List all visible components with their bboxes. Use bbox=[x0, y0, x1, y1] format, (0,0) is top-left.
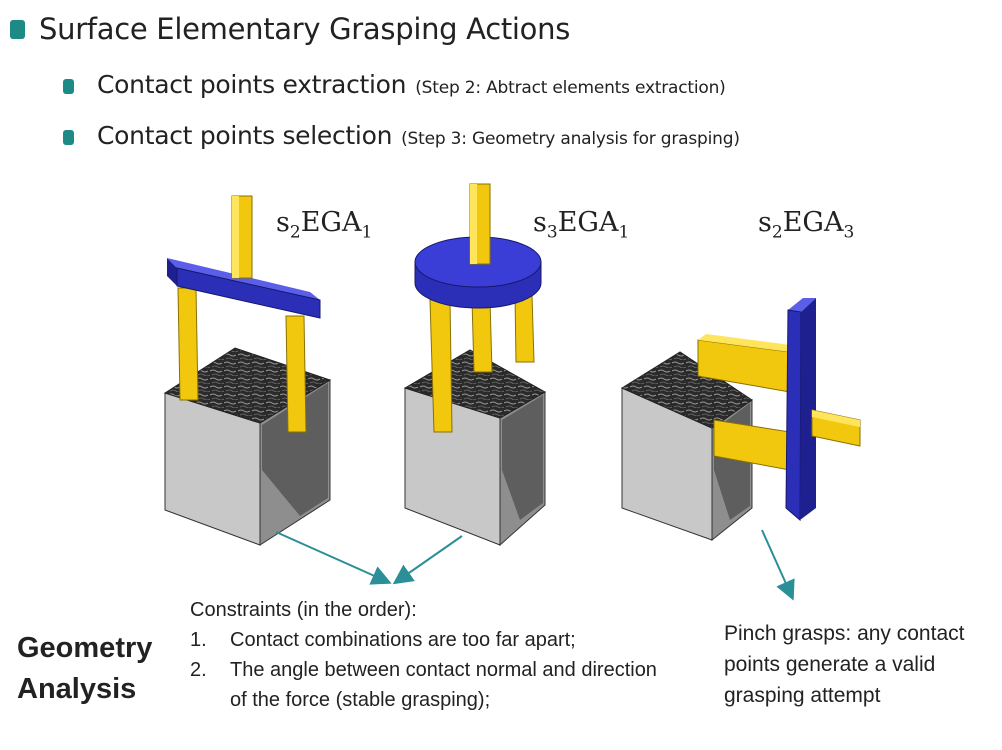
heading-bullet: Surface Elementary Grasping Actions bbox=[10, 12, 570, 46]
arrow-fig3-to-pinch bbox=[761, 529, 795, 601]
geometry-analysis-line1: Geometry bbox=[17, 632, 153, 664]
sub-bullet-selection: Contact points selection (Step 3: Geomet… bbox=[63, 121, 740, 150]
constraint-number: 2. bbox=[190, 659, 207, 681]
geometry-analysis-line2: Analysis bbox=[17, 673, 137, 705]
constraint-text: Contact combinations are too far apart; bbox=[230, 629, 576, 651]
constraints-block: Constraints (in the order): 1. Contact c… bbox=[190, 595, 670, 715]
figure-2-label: s3EGA1 bbox=[533, 207, 630, 243]
pinch-grasp-note: Pinch grasps: any contact points generat… bbox=[724, 622, 965, 707]
constraint-item: 1. Contact combinations are too far apar… bbox=[190, 625, 670, 655]
constraint-number: 1. bbox=[190, 629, 207, 651]
constraint-item: 2. The angle between contact normal and … bbox=[190, 655, 670, 715]
slide-heading: Surface Elementary Grasping Actions bbox=[39, 12, 571, 46]
geometry-analysis-title: Geometry Analysis bbox=[17, 628, 152, 710]
bullet-main-text: Contact points extraction bbox=[97, 70, 407, 99]
figure-3-pinch-gripper bbox=[620, 298, 861, 542]
bullet-square-icon bbox=[63, 79, 74, 94]
figure-3-label: s2EGA3 bbox=[758, 207, 855, 243]
bullet-square-icon bbox=[63, 130, 74, 145]
figure-1-parallel-gripper bbox=[163, 195, 332, 546]
constraint-text: The angle between contact normal and dir… bbox=[230, 659, 657, 711]
constraints-list: 1. Contact combinations are too far apar… bbox=[190, 625, 670, 715]
constraints-title: Constraints (in the order): bbox=[190, 599, 417, 621]
sub-bullet-extraction: Contact points extraction (Step 2: Abtra… bbox=[63, 70, 726, 99]
bullet-main-text: Contact points selection bbox=[97, 121, 393, 150]
figure-2-three-finger-gripper bbox=[403, 183, 547, 547]
arrow-fig2-to-constraints bbox=[392, 535, 463, 585]
bullet-note-text: (Step 2: Abtract elements extraction) bbox=[415, 78, 726, 98]
arrow-fig1-to-constraints bbox=[275, 531, 392, 585]
bullet-note-text: (Step 3: Geometry analysis for grasping) bbox=[401, 129, 740, 149]
bullet-square-icon bbox=[10, 19, 25, 39]
figure-1-label: s2EGA1 bbox=[276, 207, 373, 243]
